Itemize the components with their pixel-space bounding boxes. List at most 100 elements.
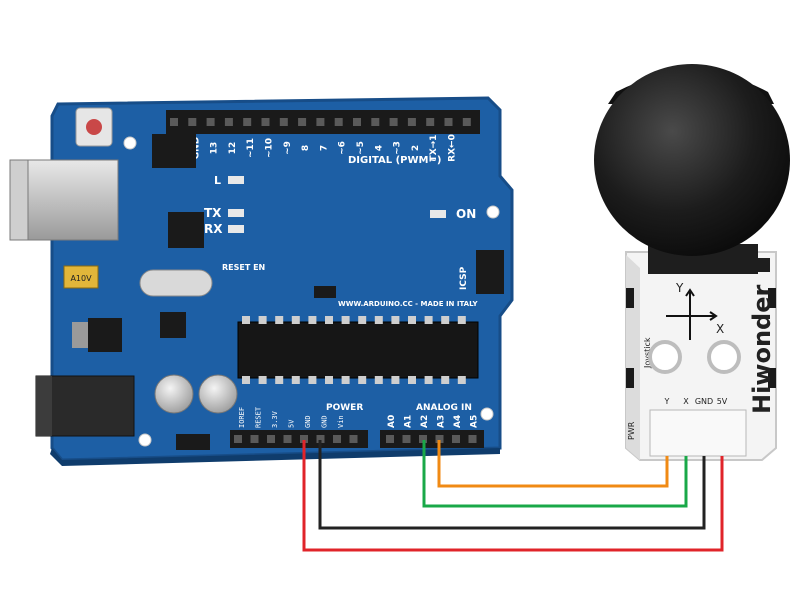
- wire-black: [318, 440, 706, 530]
- wire-red: [302, 440, 724, 552]
- regulator-label: A10V: [70, 274, 92, 283]
- rx-led: [228, 225, 244, 233]
- atmega-microcontroller: [237, 316, 479, 384]
- on-led: [430, 210, 446, 218]
- digital-pin-label: 2: [411, 145, 421, 151]
- power-header: [230, 430, 368, 448]
- header-pin-hole: [224, 118, 233, 126]
- digital-pin-label: 13: [210, 142, 220, 155]
- digital-pin-label: 7: [319, 145, 329, 151]
- usb-controller-chip: [168, 212, 204, 248]
- module-pin-label: 5V: [717, 397, 728, 406]
- power-pin-label: RESET: [255, 406, 263, 428]
- power-pin-label: Vin: [337, 415, 345, 428]
- header-pin-hole: [261, 118, 270, 126]
- small-chip: [314, 286, 336, 298]
- axis-y-label: Y: [675, 281, 684, 295]
- header-pin-hole: [250, 435, 259, 443]
- header-pin-hole: [243, 118, 252, 126]
- wire-orange: [437, 440, 669, 488]
- regulator: A10V: [63, 265, 122, 352]
- header-pin-hole: [300, 435, 308, 443]
- header-pin-hole: [206, 118, 215, 126]
- wires: [302, 440, 724, 552]
- dc-power-jack: [35, 375, 135, 437]
- digital-pin-label: RX←0: [448, 134, 458, 162]
- digital-pin-label: ~10: [265, 138, 275, 158]
- header-pin-hole: [462, 118, 471, 126]
- digital-pin-label: ~3: [393, 141, 403, 155]
- analog-header: [380, 430, 484, 448]
- header-pin-hole: [283, 435, 292, 443]
- crystal-oscillator: [139, 269, 213, 297]
- header-pin-hole: [419, 435, 427, 443]
- power-pin-label: GND: [321, 415, 329, 428]
- header-pin-hole: [267, 435, 275, 443]
- header-pin-hole: [407, 118, 416, 126]
- analog-pin-label: A3: [437, 415, 447, 428]
- digital-pin-label: 4: [374, 145, 384, 151]
- mounting-hole: [138, 433, 152, 447]
- power-pin-label: IOREF: [238, 407, 246, 428]
- header-pin-hole: [188, 118, 197, 126]
- header-pin-hole: [298, 118, 307, 126]
- axis-x-label: X: [716, 322, 724, 336]
- icsp-header: [476, 250, 504, 294]
- header-pin-hole: [279, 118, 288, 126]
- analog-label: ANALOG IN: [416, 403, 472, 413]
- analog-pin-label: A4: [453, 415, 463, 428]
- l-led: [228, 176, 244, 184]
- digital-pin-label: ~5: [356, 141, 366, 155]
- digital-pin-label: 8: [301, 145, 311, 151]
- small-chip: [176, 434, 210, 450]
- header-pin-hole: [402, 435, 411, 443]
- mounting-hole: [480, 407, 494, 421]
- power-pin-label: 5V: [288, 419, 296, 428]
- usb-b-connector: [9, 159, 119, 241]
- power-pin-label: 3.3V: [271, 410, 279, 428]
- joystick-knob[interactable]: [594, 64, 790, 256]
- analog-pin-label: A0: [387, 415, 397, 428]
- website-label: WWW.ARDUINO.CC - MADE IN ITALY: [338, 300, 478, 308]
- analog-pin-label: A2: [420, 415, 430, 428]
- icsp-header-top: [152, 134, 196, 168]
- module-pin-label: Y: [664, 397, 670, 406]
- board-edge-shadow: [50, 448, 500, 466]
- l-led-label: L: [214, 174, 221, 187]
- reset-button[interactable]: [75, 107, 113, 147]
- header-pin-hole: [333, 435, 341, 443]
- capacitor: [198, 374, 238, 414]
- module-mounting-hole: [648, 340, 682, 374]
- header-pin-hole: [426, 118, 435, 126]
- header-pin-hole: [389, 118, 398, 126]
- header-pin-hole: [435, 435, 444, 443]
- mounting-hole: [123, 136, 137, 150]
- tx-led-label: TX: [204, 206, 222, 220]
- on-led-label: ON: [456, 207, 476, 221]
- wire-green: [422, 440, 688, 508]
- module-connector: [649, 409, 747, 457]
- analog-pin-label: A5: [470, 415, 480, 428]
- header-pin-hole: [386, 435, 394, 443]
- module-name-label: Joystick: [643, 337, 652, 369]
- power-pin-label: GND: [304, 415, 312, 428]
- small-chip: [160, 312, 186, 338]
- module-mounting-hole: [707, 340, 741, 374]
- arduino-uno-board: A10V DIGITAL (PWM~) AREFGND1312~11~10~98…: [9, 96, 514, 466]
- header-pin-hole: [452, 435, 460, 443]
- pwr-led-label: PWR: [627, 421, 636, 440]
- brand-logo: Hiwonder: [748, 284, 776, 414]
- header-pin-hole: [334, 118, 343, 126]
- tx-led: [228, 209, 244, 217]
- digital-pin-label: 12: [228, 142, 238, 155]
- header-pin-hole: [349, 435, 358, 443]
- digital-pin-label: ~11: [246, 138, 256, 158]
- header-pin-hole: [170, 118, 178, 126]
- header-pin-hole: [353, 118, 361, 126]
- header-pin-hole: [316, 435, 325, 443]
- module-pin-label: X: [683, 397, 689, 406]
- rx-led-label: RX: [204, 222, 223, 236]
- header-pin-hole: [444, 118, 453, 126]
- mounting-hole: [486, 205, 500, 219]
